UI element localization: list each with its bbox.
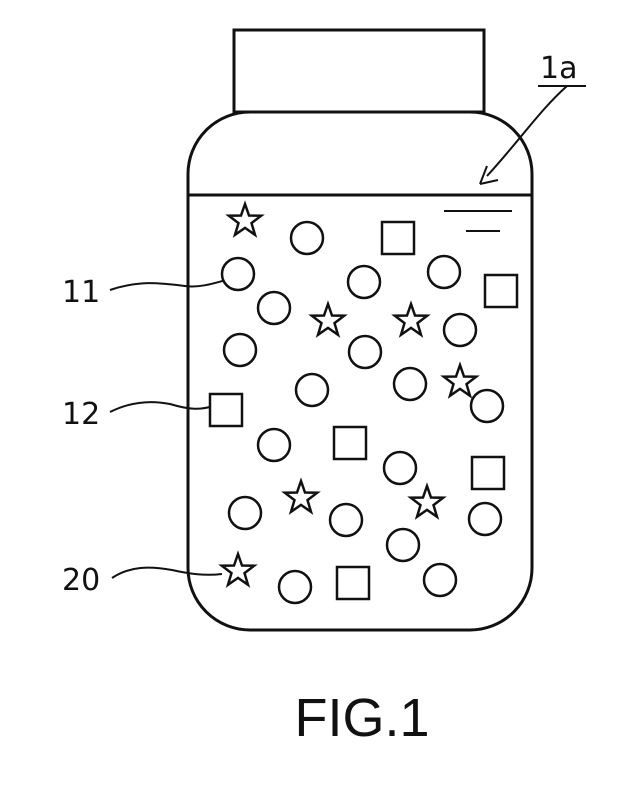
circle-particle — [291, 222, 323, 254]
circle-particle — [348, 266, 380, 298]
circle-particle — [471, 390, 503, 422]
circle-particles — [222, 222, 503, 603]
star-particle — [444, 365, 476, 396]
square-particle — [210, 394, 242, 426]
square-particle — [472, 457, 504, 489]
leader-line-20 — [112, 568, 222, 578]
circle-particle — [424, 564, 456, 596]
square-particle — [337, 567, 369, 599]
star-particle — [312, 304, 344, 335]
star-particle — [229, 204, 261, 235]
leader-line-1a — [487, 86, 567, 176]
leader-line-11 — [110, 280, 226, 290]
figure-caption: FIG.1 — [294, 688, 429, 748]
star-particle — [222, 554, 254, 585]
circle-particle — [428, 256, 460, 288]
label-20: 20 — [62, 563, 100, 598]
bottle-cap — [234, 30, 484, 112]
circle-particle — [349, 336, 381, 368]
circle-particle — [444, 314, 476, 346]
circle-particle — [394, 368, 426, 400]
bottle-body — [188, 112, 532, 630]
circle-particle — [387, 529, 419, 561]
square-particle — [334, 427, 366, 459]
star-particle — [411, 486, 443, 517]
label-1a: 1a — [540, 51, 577, 86]
square-particle — [485, 275, 517, 307]
leader-line-12 — [110, 402, 214, 412]
label-11: 11 — [62, 275, 100, 310]
circle-particle — [258, 292, 290, 324]
circle-particle — [224, 334, 256, 366]
star-particle — [285, 481, 317, 512]
star-particle — [395, 304, 427, 335]
circle-particle — [384, 452, 416, 484]
circle-particle — [229, 497, 261, 529]
circle-particle — [258, 429, 290, 461]
circle-particle — [469, 503, 501, 535]
circle-particle — [279, 571, 311, 603]
label-12: 12 — [62, 397, 100, 432]
circle-particle — [222, 258, 254, 290]
circle-particle — [296, 374, 328, 406]
circle-particle — [330, 504, 362, 536]
square-particle — [382, 222, 414, 254]
